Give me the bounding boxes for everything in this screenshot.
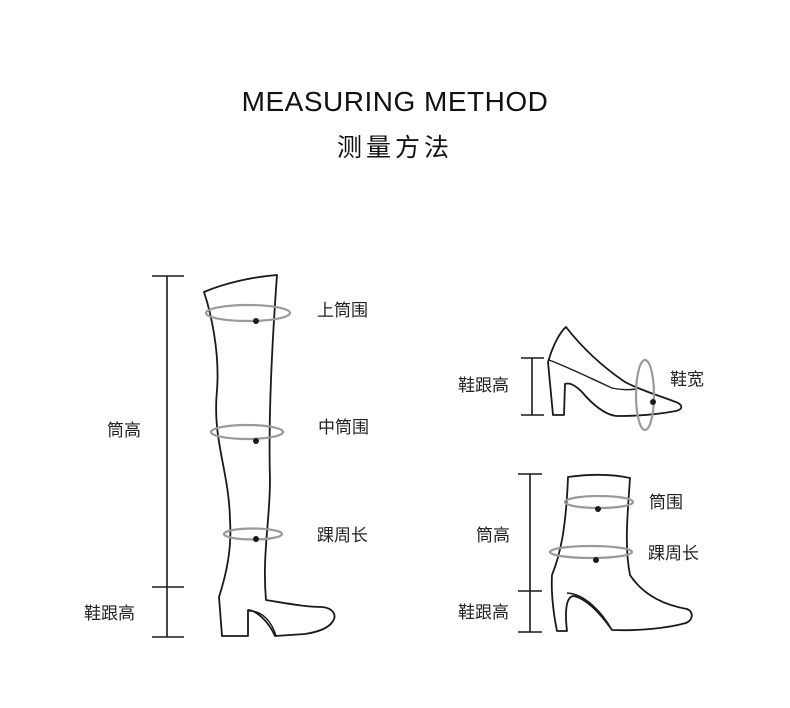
ankle-boot-ankle-label: 踝周长: [648, 544, 699, 564]
pump-heel-height-label: 鞋跟高: [458, 376, 509, 396]
boot-height-dimension: [152, 275, 184, 638]
shaft-circumference-label: 筒围: [649, 493, 683, 513]
over-knee-boot: 上筒围 中筒围 踝周长 筒高 鞋跟高: [84, 274, 369, 638]
pump-heel-dimension: [521, 357, 544, 416]
shaft-height-label: 筒高: [107, 421, 141, 441]
heel-height-label: 鞋跟高: [84, 604, 135, 624]
ankle-boot: 筒围 踝周长 筒高 鞋跟高: [458, 473, 699, 633]
ankle-boot-height-dimension: [518, 473, 542, 633]
boot-sole-line: [247, 610, 277, 637]
middle-circumference-ring: [209, 423, 285, 441]
ankle-circumference-label: 踝周长: [317, 526, 368, 546]
ankle-boot-sole-line: [566, 592, 613, 631]
upper-circumference-dot: [253, 318, 259, 324]
shoe-width-ring: [634, 358, 656, 432]
ankle-circumference-dot: [253, 536, 259, 542]
page-title: MEASURING METHOD: [241, 86, 549, 117]
pump: 鞋跟高 鞋宽: [458, 326, 704, 432]
middle-circumference-dot: [253, 438, 259, 444]
shoe-width-label: 鞋宽: [670, 370, 704, 390]
page-subtitle: 测量方法: [336, 133, 453, 162]
middle-circumference-label: 中筒围: [318, 418, 369, 438]
upper-circumference-label: 上筒围: [317, 301, 368, 321]
over-knee-boot-outline: [203, 274, 336, 637]
ankle-boot-heel-height-label: 鞋跟高: [458, 603, 509, 623]
shoe-width-dot: [650, 399, 656, 405]
ankle-boot-ankle-dot: [593, 557, 599, 563]
upper-circumference-ring: [204, 303, 292, 323]
pump-outline: [547, 326, 683, 417]
ankle-boot-shaft-height-label: 筒高: [476, 526, 510, 546]
shaft-circumference-dot: [595, 506, 601, 512]
ankle-boot-ankle-ring: [548, 544, 634, 560]
pump-insole-line: [548, 359, 637, 391]
ankle-boot-outline: [550, 473, 693, 632]
ankle-circumference-ring: [222, 527, 284, 541]
